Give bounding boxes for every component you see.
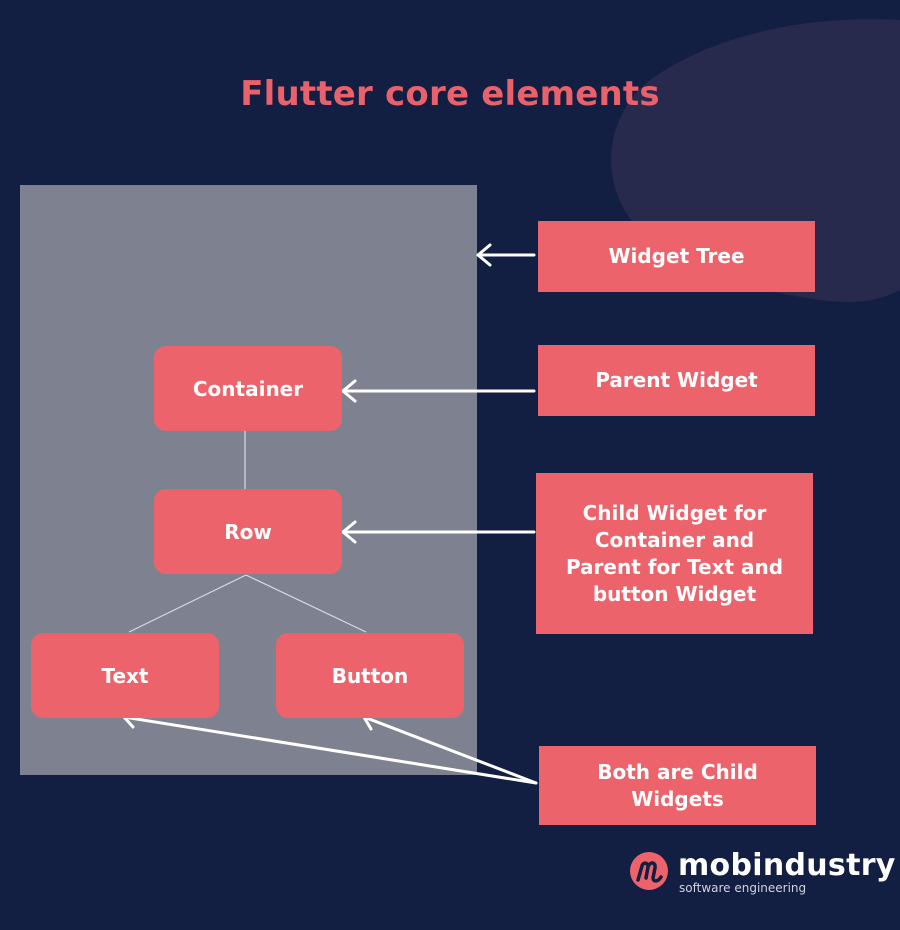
child-widget-arrow — [341, 520, 536, 544]
logo-wordmark: mobindustry — [678, 848, 896, 883]
parent-widget-arrow — [341, 379, 536, 403]
button-node-arrow — [362, 712, 538, 785]
widget-tree-arrow — [476, 243, 536, 267]
parent-widget-label: Parent Widget — [538, 345, 815, 416]
widget-tree-label: Widget Tree — [538, 221, 815, 292]
row-node-label: Row — [224, 519, 272, 544]
both-child-label: Both are Child Widgets — [539, 746, 816, 825]
container-node-label: Container — [192, 376, 304, 401]
row-node: Row — [154, 489, 342, 574]
container-node: Container — [154, 346, 342, 431]
text-node: Text — [31, 633, 219, 718]
text-node-arrow — [122, 709, 538, 785]
button-node-label: Button — [331, 663, 409, 688]
child-widget-label: Child Widget for Container and Parent fo… — [536, 473, 813, 634]
button-node: Button — [276, 633, 464, 718]
parent-widget-label-text: Parent Widget — [595, 368, 758, 392]
both-child-label-text: Both are Child Widgets — [597, 759, 758, 811]
logo-tagline: software engineering — [679, 881, 807, 895]
widget-tree-label-text: Widget Tree — [608, 244, 745, 268]
text-node-label: Text — [101, 663, 149, 688]
row-text-connector — [128, 574, 247, 633]
child-widget-label-text: Child Widget for Container and Parent fo… — [565, 500, 784, 606]
mobindustry-logo-icon — [630, 852, 668, 890]
diagram-title: Flutter core elements — [240, 74, 660, 114]
row-button-connector — [245, 574, 367, 633]
